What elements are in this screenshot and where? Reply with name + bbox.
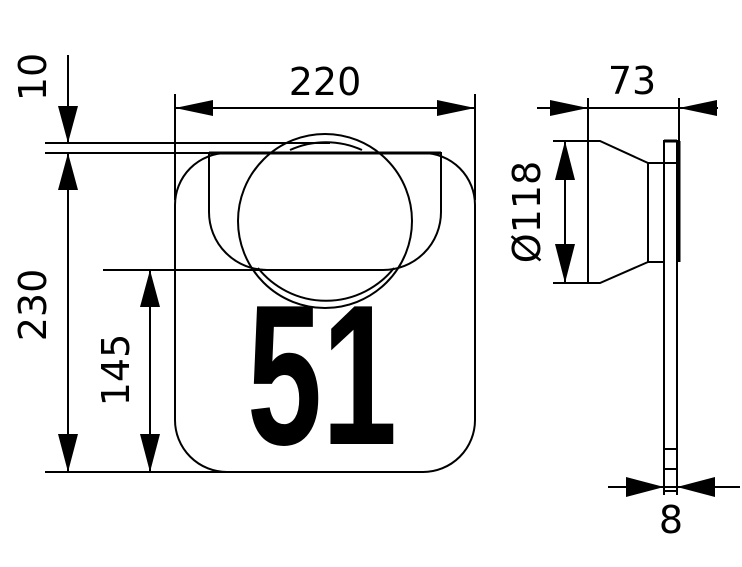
lamp-circle-outline <box>237 133 413 309</box>
lamp-cover <box>208 152 442 271</box>
lamp-circle-bottom-arc <box>257 267 395 302</box>
dimension-top-offset: 10 <box>11 53 55 101</box>
dimension-plate-thickness: 8 <box>659 498 683 542</box>
house-number: 51 <box>247 264 397 487</box>
dimension-width: 220 <box>289 60 362 104</box>
lamp-cone <box>588 140 649 284</box>
dimension-number-height: 145 <box>94 334 138 407</box>
front-view: 51 <box>174 133 476 487</box>
front-dimensions: 220 10 230 145 <box>11 53 476 473</box>
plate-side <box>663 140 678 492</box>
dimension-depth: 73 <box>608 59 656 103</box>
lamp-collar <box>647 162 665 263</box>
dimension-total-height: 230 <box>11 269 55 342</box>
side-dimensions: 73 Ø118 8 <box>505 59 740 542</box>
side-view <box>587 139 681 492</box>
dimension-diameter: Ø118 <box>505 161 549 263</box>
